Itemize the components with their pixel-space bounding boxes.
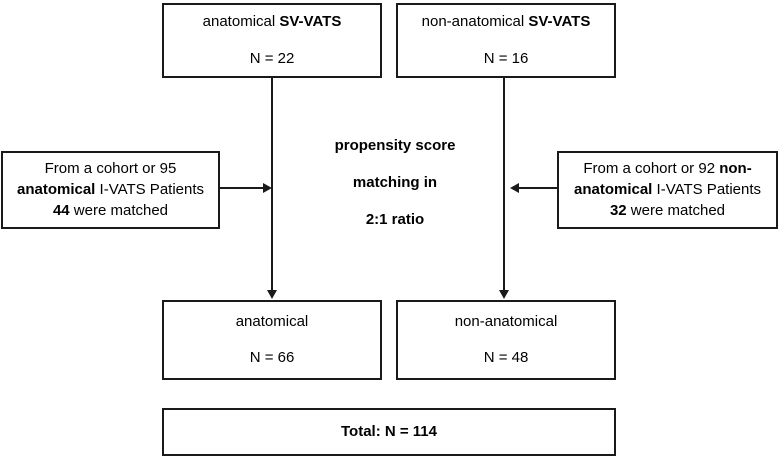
box-cohort-non-anatomical-line3-bold: 32 — [609, 202, 627, 220]
box-result-non-anatomical-label: non-anatomical — [454, 312, 558, 330]
arrow-down-icon-left — [267, 290, 277, 299]
box-cohort-anatomical-line2-bold: anatomical — [16, 180, 96, 198]
box-anatomical-sv-vats-count: N = 22 — [249, 49, 295, 67]
box-anatomical-sv-vats-prefix: anatomical — [202, 13, 280, 31]
box-cohort-non-anatomical-line1: From a cohort or 92 non- — [583, 159, 751, 179]
box-result-anatomical: anatomical N = 66 — [162, 300, 382, 380]
box-cohort-anatomical-line3: 44 were matched — [53, 201, 168, 221]
box-result-non-anatomical-count: N = 48 — [483, 349, 529, 366]
box-cohort-non-anatomical-line2: anatomical I-VATS Patients — [574, 180, 761, 200]
connector-right-horizontal-line — [519, 187, 557, 189]
box-non-anatomical-sv-vats-prefix: non-anatomical — [421, 13, 529, 31]
propensity-score-note: propensity score matching in 2:1 ratio — [290, 138, 500, 227]
box-anatomical-sv-vats-label: anatomical SV-VATS — [203, 12, 342, 32]
propensity-score-note-line1: propensity score — [334, 137, 456, 154]
propensity-score-note-line2: matching in — [352, 174, 438, 191]
box-cohort-anatomical-line3-rest: were matched — [69, 202, 169, 220]
box-cohort-anatomical-line1: From a cohort or 95 — [44, 159, 177, 177]
box-cohort-non-anatomical-line1-bold: non- — [719, 159, 752, 177]
box-result-anatomical-label: anatomical — [235, 312, 309, 330]
box-cohort-anatomical-ivats: From a cohort or 95 anatomical I-VATS Pa… — [1, 151, 220, 229]
box-cohort-anatomical-line2: anatomical I-VATS Patients — [17, 180, 204, 200]
box-cohort-non-anatomical-line2-rest: I-VATS Patients — [652, 180, 762, 198]
arrow-right-icon — [263, 183, 272, 193]
box-non-anatomical-sv-vats-label: non-anatomical SV-VATS — [422, 12, 591, 32]
box-cohort-non-anatomical-ivats: From a cohort or 92 non- anatomical I-VA… — [557, 151, 778, 229]
connector-left-vertical-line — [271, 78, 273, 291]
box-cohort-non-anatomical-line2-bold: anatomical — [573, 180, 653, 198]
box-result-anatomical-count: N = 66 — [249, 349, 295, 366]
propensity-score-note-line3: 2:1 ratio — [365, 211, 425, 228]
box-anatomical-sv-vats: anatomical SV-VATS N = 22 — [162, 3, 382, 78]
connector-right-vertical-line — [503, 78, 505, 291]
connector-left-horizontal-line — [220, 187, 264, 189]
arrow-down-icon-right — [499, 290, 509, 299]
box-cohort-non-anatomical-line3: 32 were matched — [610, 201, 725, 221]
box-anatomical-sv-vats-bold: SV-VATS — [279, 13, 342, 31]
box-total-label: Total: N = 114 — [340, 422, 437, 440]
box-non-anatomical-sv-vats: non-anatomical SV-VATS N = 16 — [396, 3, 616, 78]
box-total: Total: N = 114 — [162, 408, 616, 456]
box-cohort-non-anatomical-line1-rest: From a cohort or 92 — [583, 159, 720, 177]
box-non-anatomical-sv-vats-bold: SV-VATS — [528, 13, 591, 31]
box-cohort-anatomical-line3-bold: 44 — [52, 202, 70, 220]
box-cohort-non-anatomical-line3-rest: were matched — [626, 202, 726, 220]
box-result-non-anatomical: non-anatomical N = 48 — [396, 300, 616, 380]
box-non-anatomical-sv-vats-count: N = 16 — [483, 49, 529, 67]
box-cohort-anatomical-line2-rest: I-VATS Patients — [95, 180, 205, 198]
arrow-left-icon — [510, 183, 519, 193]
